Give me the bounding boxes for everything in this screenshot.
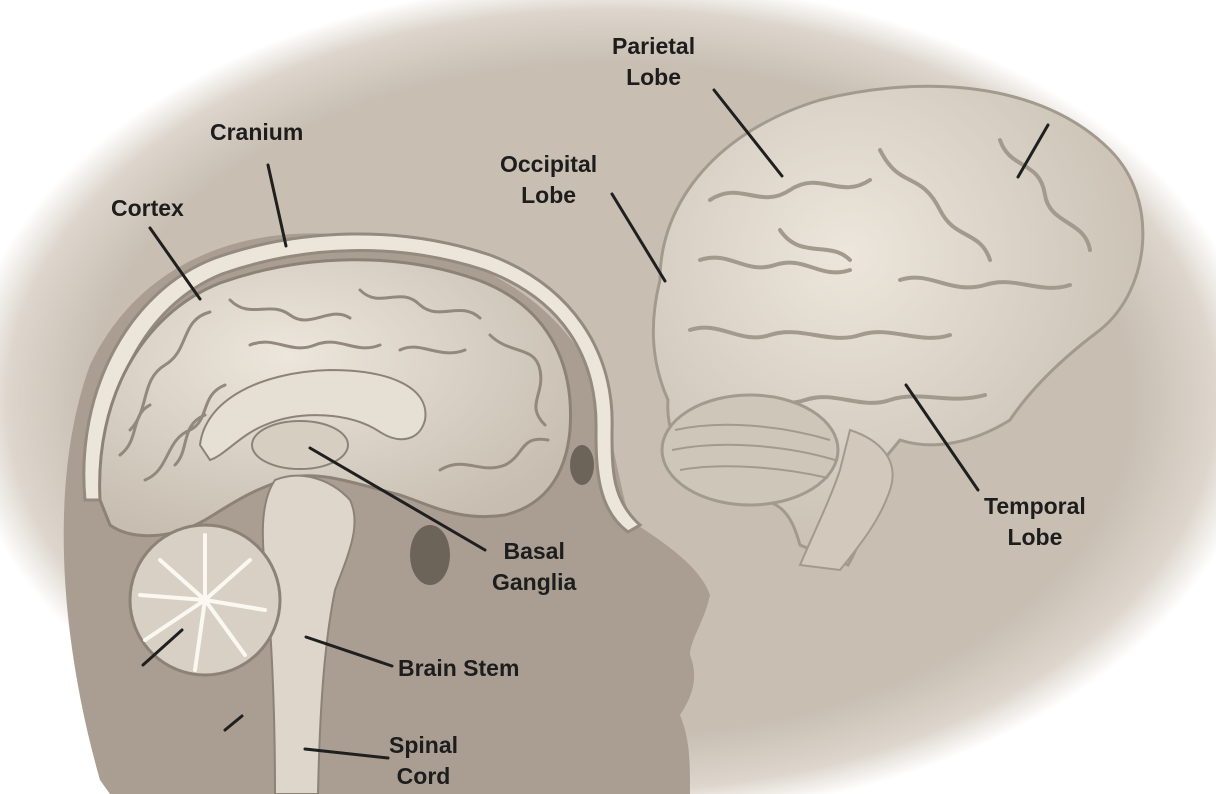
temporal-lobe-label: Temporal Lobe [984, 491, 1086, 553]
occipital-lobe-label: Occipital Lobe [500, 149, 597, 211]
cranium-label: Cranium [210, 117, 303, 148]
basal-ganglia-label: Basal Ganglia [492, 536, 576, 598]
brain-stem-label: Brain Stem [398, 653, 519, 684]
cortex-label: Cortex [111, 193, 184, 224]
frontal-sinus [570, 445, 594, 485]
lateral-cerebellum [662, 395, 838, 505]
spinal-cord-label: Spinal Cord [389, 730, 458, 792]
parietal-lobe-label: Parietal Lobe [612, 31, 695, 93]
sinus [410, 525, 450, 585]
